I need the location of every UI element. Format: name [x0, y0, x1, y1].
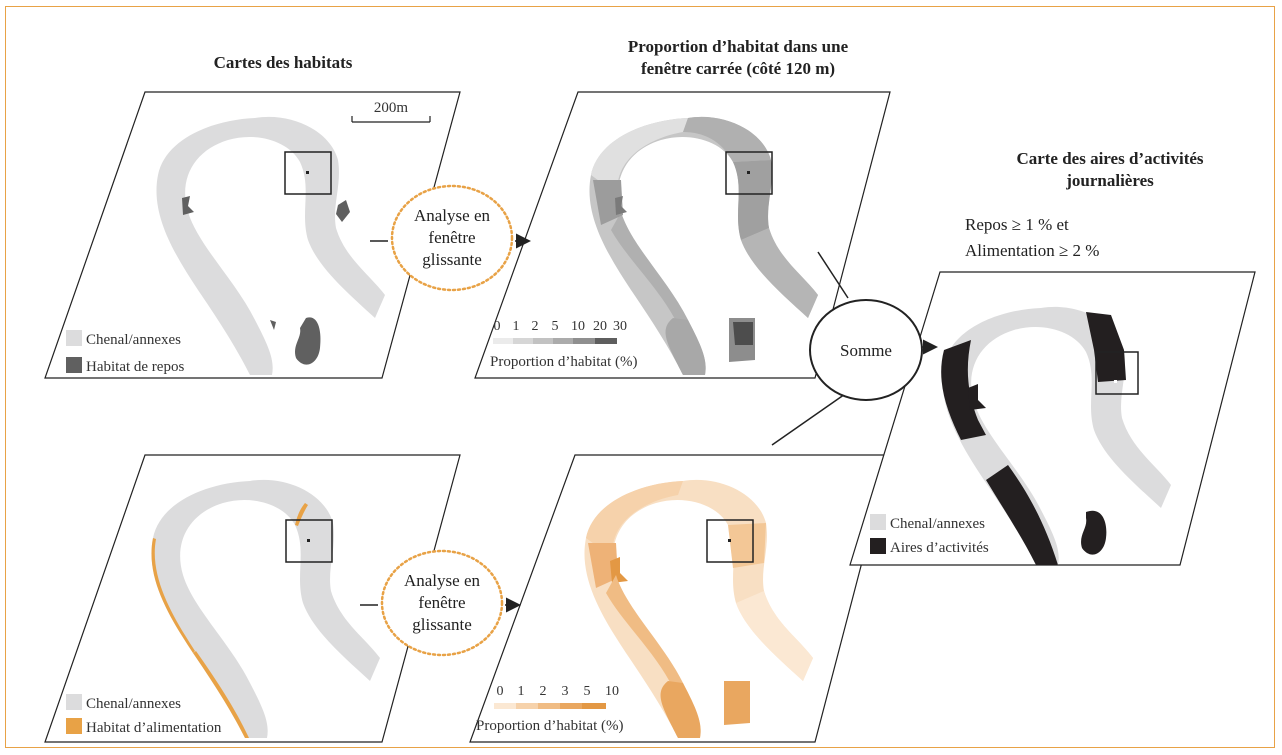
- sliding-window-node-top: Analyse en fenêtre glissante: [370, 184, 531, 292]
- scale-tick: 2: [532, 319, 539, 334]
- scale-swatch: [493, 338, 513, 344]
- scale-tick: 2: [540, 684, 547, 699]
- figure-frame: [5, 6, 1275, 748]
- panel-feeding-habitat: Chenal/annexes Habitat d’alimentation: [44, 454, 461, 743]
- panel-frame: [474, 91, 891, 379]
- activity-river: [941, 306, 1171, 565]
- title-proportion-line2: fenêtre carrée (côté 120 m): [641, 59, 835, 78]
- scale-swatch: [494, 703, 516, 709]
- proportion-label: Proportion d’habitat (%): [490, 354, 637, 370]
- sliding-window-node-bottom: Analyse en fenêtre glissante: [360, 549, 521, 657]
- legend-feeding-habitat: Habitat d’alimentation: [86, 720, 222, 736]
- feeding-edge: [193, 651, 249, 738]
- sum-label: Somme: [840, 341, 892, 360]
- sum-ellipse: [809, 299, 923, 401]
- proportion-river: [589, 116, 818, 375]
- criteria-line2: Alimentation ≥ 2 %: [965, 241, 1099, 260]
- scale-swatch: [582, 703, 606, 709]
- feeding-proportion-river: [584, 479, 813, 738]
- legend-swatch-channel: [66, 330, 82, 346]
- sum-node: Somme: [771, 251, 938, 446]
- window-square: [284, 151, 332, 195]
- scale-swatch: [538, 703, 560, 709]
- activity-area: [1081, 510, 1107, 555]
- legend-activity-areas: Aires d’activités: [890, 540, 989, 556]
- scale-tick: 10: [605, 684, 619, 699]
- activity-area: [941, 340, 986, 440]
- panel-feeding-proportion: 0 1 2 3 5 10 Proportion d’habitat (%): [469, 454, 891, 743]
- rest-patch: [182, 196, 194, 215]
- process-label: fenêtre: [428, 228, 475, 247]
- activity-area: [968, 384, 986, 410]
- legend-swatch-feeding: [66, 718, 82, 734]
- scale-swatch: [533, 338, 553, 344]
- legend-swatch-channel: [66, 694, 82, 710]
- panel-frame: [44, 454, 461, 743]
- window-square: [285, 519, 333, 563]
- process-label: glissante: [422, 250, 482, 269]
- scale-tick: 0: [494, 319, 501, 334]
- legend-swatch-activity: [870, 538, 886, 554]
- legend-swatch-channel: [870, 514, 886, 530]
- rest-patch: [295, 317, 321, 365]
- connector-line: [817, 251, 849, 299]
- window-center: [1114, 380, 1117, 383]
- title-habitat-maps: Cartes des habitats: [214, 53, 353, 72]
- title-activity-line2: journalières: [1065, 171, 1154, 190]
- scale-tick: 0: [497, 684, 504, 699]
- connector-line: [771, 391, 849, 446]
- scale-tick: 10: [571, 319, 585, 334]
- legend-channel: Chenal/annexes: [86, 332, 181, 348]
- process-ellipse: [380, 549, 504, 657]
- scale-tick: 1: [513, 319, 520, 334]
- scale-tick: 20: [593, 319, 607, 334]
- process-label: glissante: [412, 615, 472, 634]
- window-center: [307, 539, 310, 542]
- criteria-line1: Repos ≥ 1 % et: [965, 215, 1069, 234]
- process-ellipse: [390, 184, 514, 292]
- scale-swatch: [516, 703, 538, 709]
- scale-tick: 30: [613, 319, 627, 334]
- process-label: fenêtre: [418, 593, 465, 612]
- panel-frame: [469, 454, 891, 743]
- panel-rest-habitat: 200m Chenal/annexes Habitat de repos: [44, 91, 461, 379]
- window-center: [728, 539, 731, 542]
- panel-activity-areas: Chenal/annexes Aires d’activités: [849, 271, 1256, 566]
- feeding-color-scale: 0 1 2 3 5 10: [494, 684, 619, 709]
- window-center: [306, 171, 309, 174]
- scale-bar-label: 200m: [374, 100, 409, 116]
- activity-area: [986, 465, 1058, 565]
- window-square: [1095, 351, 1139, 395]
- scale-swatch: [595, 338, 617, 344]
- window-center: [747, 171, 750, 174]
- title-activity-line1: Carte des aires d’activités: [1016, 149, 1203, 168]
- legend-rest-habitat: Habitat de repos: [86, 359, 184, 375]
- rest-patch: [270, 320, 276, 330]
- process-label: Analyse en: [404, 571, 481, 590]
- scale-swatch: [553, 338, 573, 344]
- scale-tick: 5: [584, 684, 591, 699]
- title-proportion-line1: Proportion d’habitat dans une: [628, 37, 849, 56]
- legend-channel: Chenal/annexes: [86, 696, 181, 712]
- process-label: Analyse en: [414, 206, 491, 225]
- scale-tick: 1: [518, 684, 525, 699]
- window-square: [706, 519, 754, 563]
- scale-swatch: [513, 338, 533, 344]
- scale-swatch: [560, 703, 582, 709]
- window-square: [725, 151, 773, 195]
- legend-channel: Chenal/annexes: [890, 516, 985, 532]
- scale-tick: 5: [552, 319, 559, 334]
- legend-swatch-rest: [66, 357, 82, 373]
- scale-swatch: [573, 338, 595, 344]
- proportion-label: Proportion d’habitat (%): [476, 718, 623, 734]
- rest-patch: [336, 200, 350, 222]
- scale-tick: 3: [562, 684, 569, 699]
- panel-rest-proportion: 0 1 2 5 10 20 30 Proportion d’habitat (%…: [474, 91, 891, 379]
- rest-color-scale: 0 1 2 5 10 20 30: [493, 319, 627, 344]
- panel-frame: [44, 91, 461, 379]
